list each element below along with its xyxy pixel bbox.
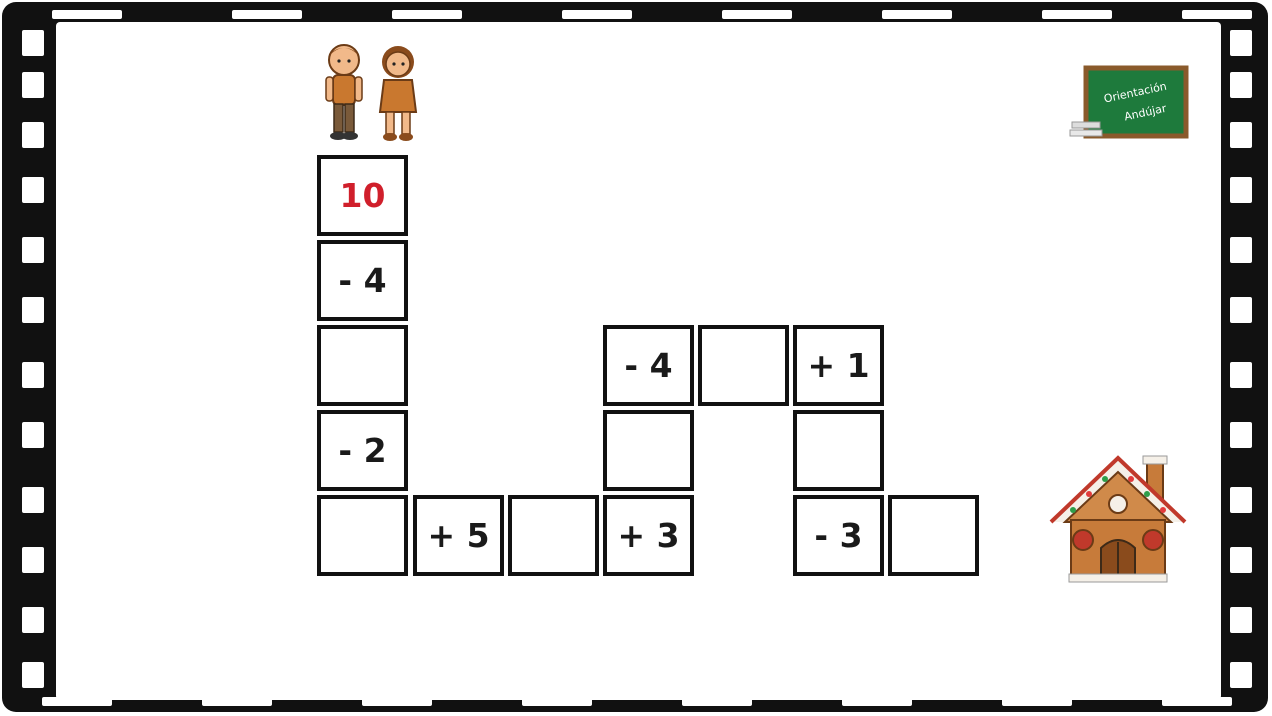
frame-perforation (1230, 30, 1252, 56)
frame-perforation (1230, 487, 1252, 513)
frame-perforation (22, 607, 44, 633)
frame-perforation (722, 10, 792, 19)
frame-perforation (882, 10, 952, 19)
frame-perforation (22, 72, 44, 98)
operation-cell: - 3 (793, 495, 884, 576)
frame-perforation (1230, 422, 1252, 448)
frame-perforation (1230, 122, 1252, 148)
answer-cell[interactable] (317, 495, 408, 576)
frame-perforation (1230, 362, 1252, 388)
frame-perforation (22, 487, 44, 513)
frame-perforation (22, 362, 44, 388)
start-cell: 10 (317, 155, 408, 236)
operation-cell: - 4 (603, 325, 694, 406)
frame-perforation (22, 122, 44, 148)
answer-cell[interactable] (888, 495, 979, 576)
frame-perforation (22, 30, 44, 56)
operation-cell: - 2 (317, 410, 408, 491)
operation-cell: + 3 (603, 495, 694, 576)
frame-perforation (1230, 177, 1252, 203)
frame-perforation (22, 662, 44, 688)
frame-perforation (232, 10, 302, 19)
answer-cell[interactable] (508, 495, 599, 576)
frame-perforation (1230, 297, 1252, 323)
operation-cell: + 1 (793, 325, 884, 406)
operation-cell: - 4 (317, 240, 408, 321)
answer-cell[interactable] (317, 325, 408, 406)
gingerbread-house-icon (1043, 452, 1193, 584)
chalkboard-logo-icon: Orientación Andújar (1066, 64, 1190, 146)
frame-perforation (22, 177, 44, 203)
frame-perforation (22, 547, 44, 573)
frame-perforation (1182, 10, 1252, 19)
frame-perforation (1230, 547, 1252, 573)
answer-cell[interactable] (603, 410, 694, 491)
answer-cell[interactable] (793, 410, 884, 491)
children-icon (316, 40, 431, 146)
frame-perforation (392, 10, 462, 19)
frame-perforation (1230, 607, 1252, 633)
frame-perforation (22, 237, 44, 263)
operation-cell: + 5 (413, 495, 504, 576)
frame-perforation (52, 10, 122, 19)
frame-perforation (22, 297, 44, 323)
frame-perforation (22, 422, 44, 448)
frame-perforation (1042, 10, 1112, 19)
frame-perforation (1230, 237, 1252, 263)
answer-cell[interactable] (698, 325, 789, 406)
frame-perforation (1230, 662, 1252, 688)
frame-perforation (562, 10, 632, 19)
frame-perforation (1230, 72, 1252, 98)
